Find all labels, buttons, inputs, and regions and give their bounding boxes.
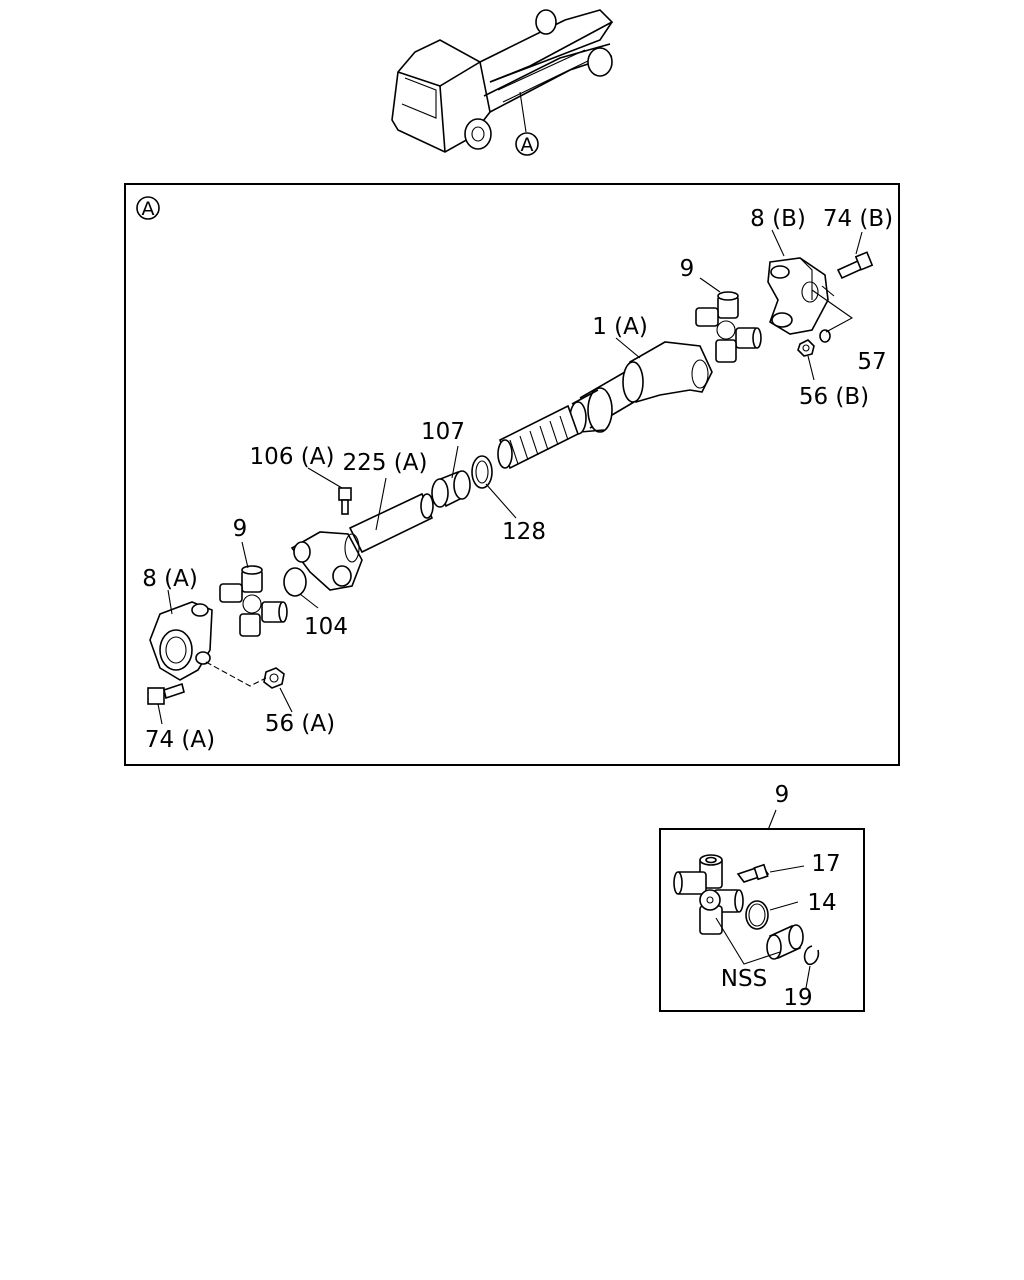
main-panel-frame <box>124 183 900 766</box>
washer-57 <box>819 329 831 343</box>
leader-57b <box>821 285 835 297</box>
leader-lines <box>157 229 863 725</box>
label-128: 128 <box>502 519 546 545</box>
label-56b: 56 (B) <box>799 384 869 410</box>
label-9-left: 9 <box>233 516 248 542</box>
detail-ref-label: 9 <box>775 782 790 808</box>
bolt-74a <box>147 682 185 705</box>
main-panel-callout: A <box>136 196 160 220</box>
overview-callout-label: A <box>521 134 534 156</box>
grease-fitting-106a <box>338 487 352 515</box>
seal-107 <box>431 470 471 508</box>
cross-spider <box>673 854 744 935</box>
label-104: 104 <box>304 614 348 640</box>
label-19: 19 <box>783 985 812 1011</box>
label-74b: 74 (B) <box>823 206 893 232</box>
flange-yoke-8b <box>767 257 829 335</box>
detail-leaders <box>715 865 811 989</box>
flange-yoke-8a <box>149 601 213 681</box>
seal-ring-14 <box>745 900 769 930</box>
label-225a: 225 (A) <box>343 450 428 476</box>
bearing-cup <box>766 924 804 960</box>
nut-56b <box>797 339 815 357</box>
universal-joint-right <box>695 291 762 363</box>
label-17: 17 <box>811 851 840 877</box>
label-8b: 8 (B) <box>750 206 806 232</box>
leader-57 <box>811 289 854 333</box>
label-57: 57 <box>857 349 886 375</box>
slip-yoke-1a <box>497 341 713 470</box>
leader-56a-dashed <box>205 661 267 687</box>
label-1a: 1 (A) <box>592 314 648 340</box>
overview-callout: A <box>515 132 539 156</box>
oring-104 <box>283 567 307 597</box>
label-106a: 106 (A) <box>250 444 335 470</box>
label-107: 107 <box>421 419 465 445</box>
label-14: 14 <box>807 890 836 916</box>
tube-225a <box>290 492 434 591</box>
universal-joint-left <box>219 565 288 637</box>
label-56a: 56 (A) <box>265 711 335 737</box>
main-panel-callout-label: A <box>142 198 155 220</box>
ring-128 <box>471 455 493 489</box>
detail-ref-leader <box>767 809 777 831</box>
label-74a: 74 (A) <box>145 727 215 753</box>
detail-panel-frame <box>659 828 865 1012</box>
grease-nipple-17 <box>736 863 770 883</box>
truck-overview <box>391 9 614 153</box>
nut-56a <box>263 667 285 689</box>
label-9-right: 9 <box>680 256 695 282</box>
snap-ring-19 <box>803 945 820 966</box>
label-nss: NSS <box>721 966 767 992</box>
bolt-74b <box>836 251 874 280</box>
label-8a: 8 (A) <box>142 566 198 592</box>
